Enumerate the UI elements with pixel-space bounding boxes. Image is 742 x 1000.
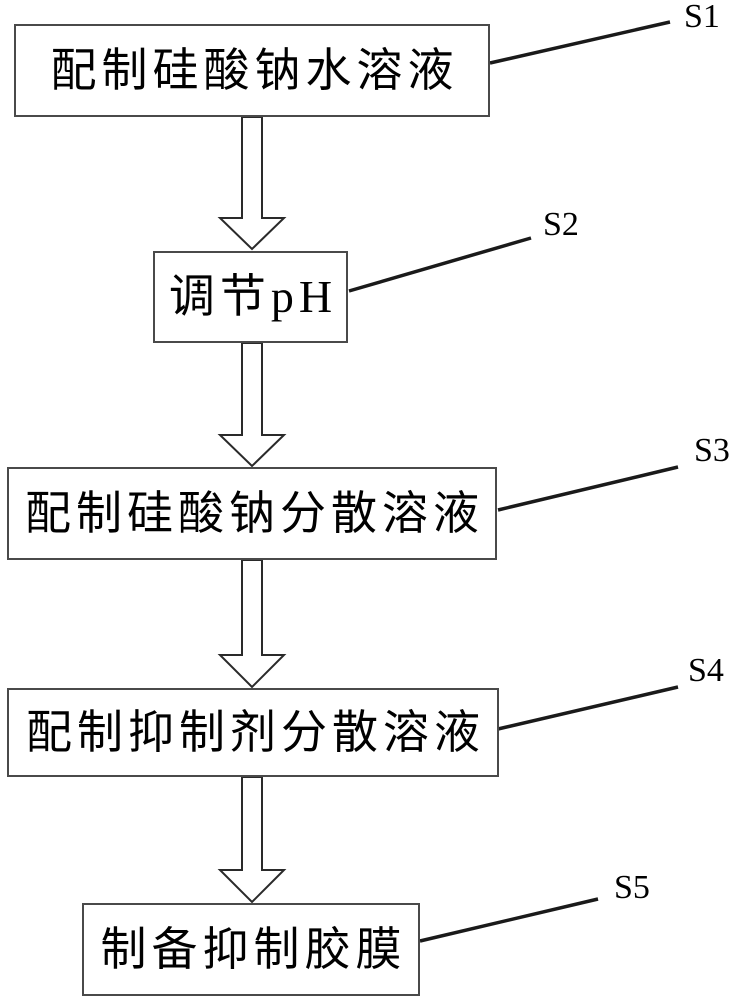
step-box-s1: 配制硅酸钠水溶液 xyxy=(14,24,490,117)
leader-line-s5 xyxy=(419,897,599,943)
down-arrow-1 xyxy=(217,116,287,251)
step-tag-s2: S2 xyxy=(543,206,579,243)
step-tag-s5: S5 xyxy=(614,869,650,906)
leader-line-s2 xyxy=(348,236,532,293)
step-box-s3: 配制硅酸钠分散溶液 xyxy=(7,467,497,560)
down-arrow-4 xyxy=(217,776,287,904)
leader-line-s1 xyxy=(489,20,671,65)
leader-line-s4 xyxy=(497,685,679,731)
step-text-s1: 配制硅酸钠水溶液 xyxy=(50,44,459,96)
down-arrow-2 xyxy=(217,342,287,468)
down-arrow-3 xyxy=(217,559,287,689)
step-tag-s3: S3 xyxy=(694,432,730,469)
step-box-s4: 配制抑制剂分散溶液 xyxy=(7,688,499,777)
leader-line-s3 xyxy=(497,465,679,512)
step-tag-s4: S4 xyxy=(688,652,724,689)
step-box-s2: 调节pH xyxy=(153,251,348,343)
step-text-s2: 调节pH xyxy=(168,271,338,322)
step-text-s5: 制备抑制胶膜 xyxy=(100,923,407,975)
step-text-s3: 配制硅酸钠分散溶液 xyxy=(25,487,484,539)
step-tag-s1: S1 xyxy=(684,0,720,35)
step-box-s5: 制备抑制胶膜 xyxy=(82,903,420,996)
step-text-s4: 配制抑制剂分散溶液 xyxy=(26,706,485,758)
